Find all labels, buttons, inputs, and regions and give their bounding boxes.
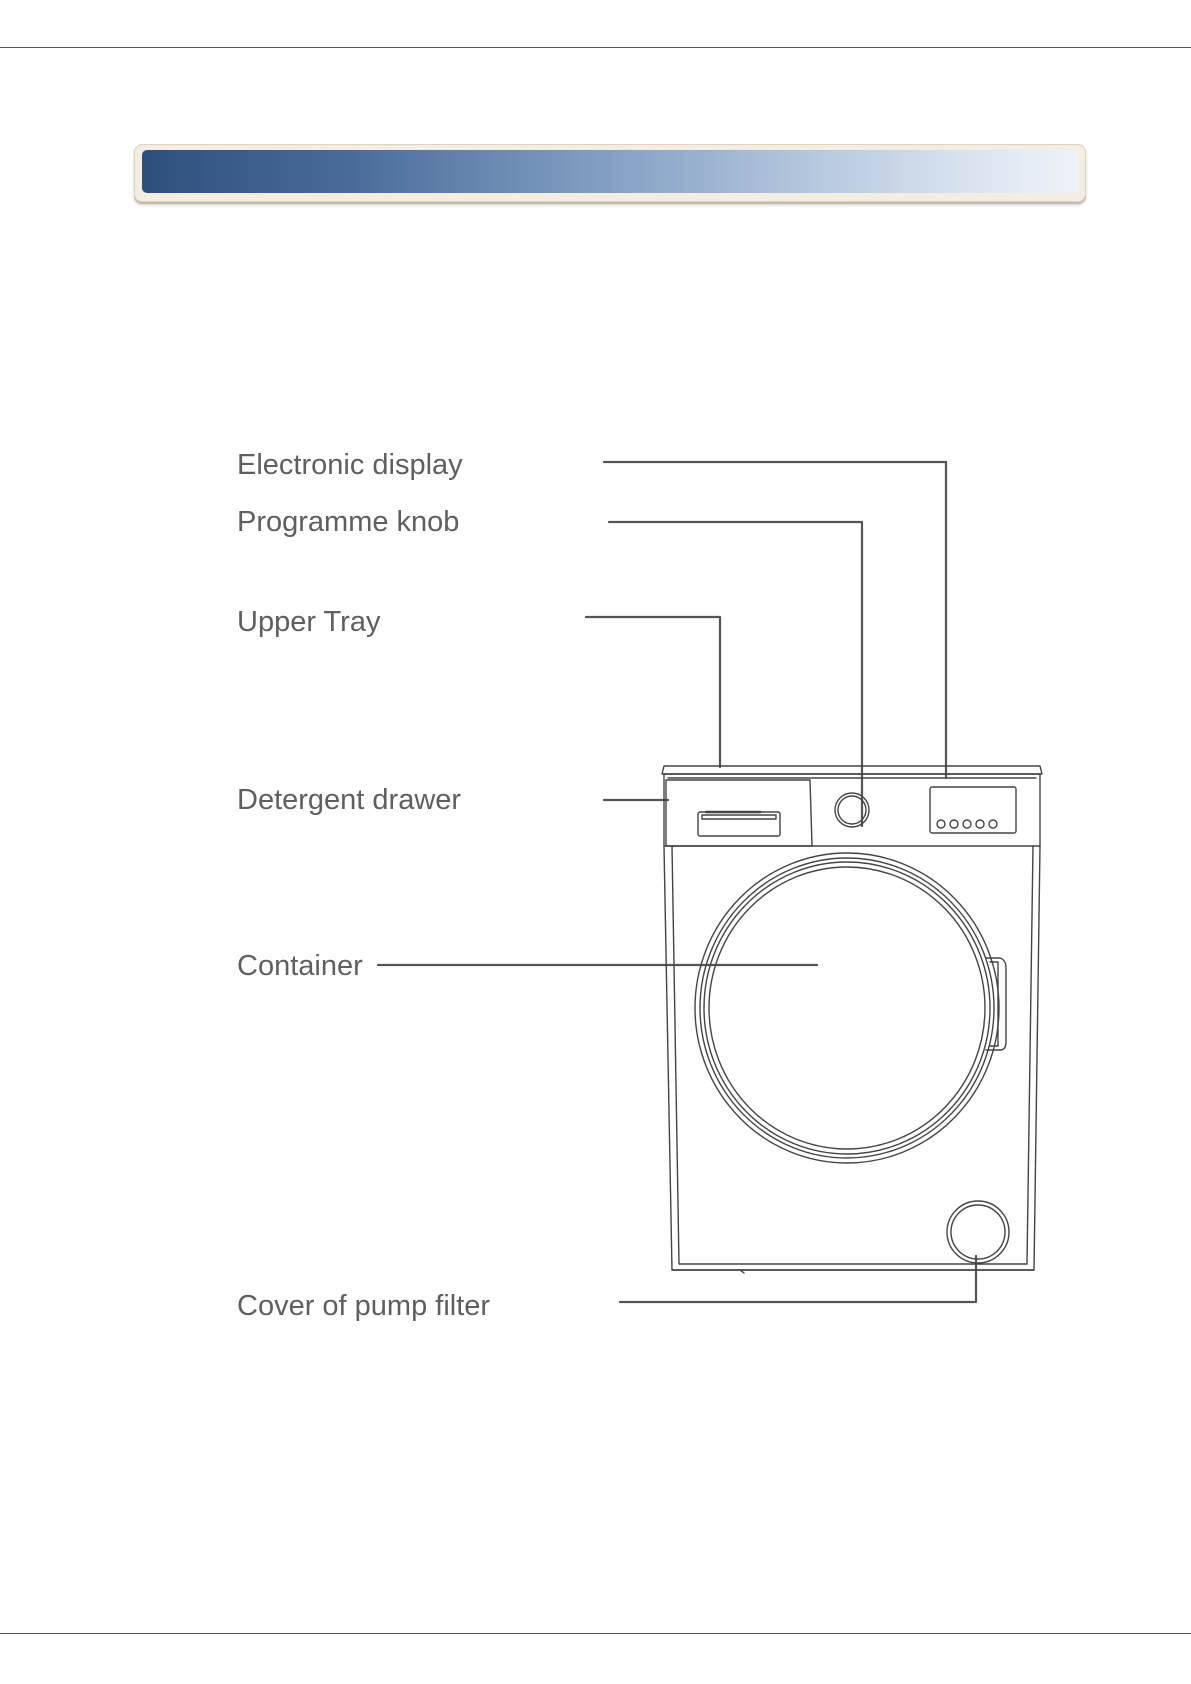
label-electronic-display: Electronic display	[237, 451, 463, 480]
leader-pump-filter	[620, 1256, 976, 1302]
display-buttons	[937, 820, 997, 828]
electronic-display-panel	[930, 787, 1016, 833]
cabinet	[664, 846, 1040, 1270]
machine-body	[662, 766, 1042, 1273]
programme-knob-dial	[835, 793, 869, 827]
control-panel	[664, 774, 1040, 846]
container-door	[695, 853, 1006, 1163]
label-upper-tray: Upper Tray	[237, 608, 380, 637]
label-detergent-drawer: Detergent drawer	[237, 786, 461, 815]
leader-upper-tray	[586, 617, 720, 767]
label-container: Container	[237, 952, 363, 981]
leader-electronic-display	[604, 462, 946, 778]
label-cover-of-pump-filter: Cover of pump filter	[237, 1292, 490, 1321]
bottom-rule	[0, 1633, 1191, 1634]
label-programme-knob: Programme knob	[237, 508, 459, 537]
pump-filter-cover	[947, 1201, 1009, 1263]
